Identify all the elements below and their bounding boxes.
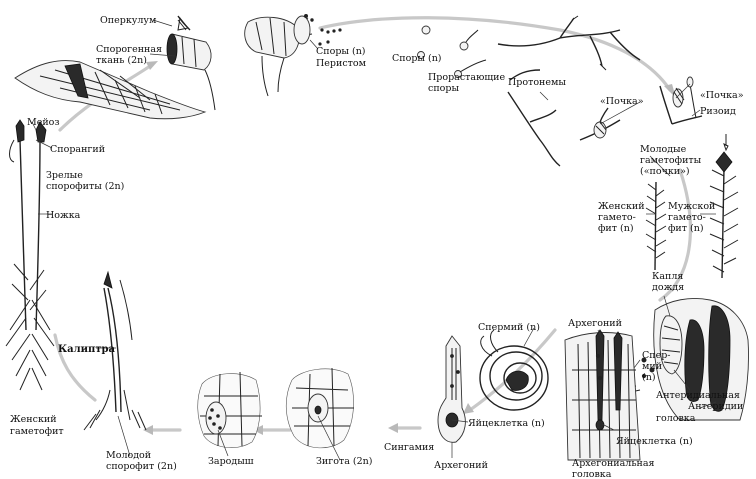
label-young-gam-3: («почки») [640, 166, 690, 177]
label-sperm-1: Спермий (n) [478, 322, 540, 333]
label-syngamy: Сингамия [384, 442, 434, 453]
label-young-gam-1: Молодые [640, 144, 687, 155]
label-seta: Ножка [46, 210, 81, 221]
archegonium-neck [437, 335, 466, 443]
label-sporogenous-1: Спорогенная [96, 44, 162, 55]
label-archegonium-2: Архегоний [434, 460, 488, 471]
label-protonema: Протонемы [508, 77, 566, 88]
label-archegonial-1: Архегониальная [572, 458, 654, 469]
label-zygote: Зигота (2n) [316, 456, 372, 467]
protonema-filaments [497, 15, 641, 167]
spore-dots [318, 28, 342, 46]
label-young-sporo-2: спорофит (2n) [106, 461, 177, 472]
label-meiosis: Мейоз [27, 117, 60, 128]
label-female-gam-1: Женский [598, 201, 645, 212]
label-peristome: Перистом [316, 58, 367, 69]
label-operculum: Оперкулум [100, 15, 157, 26]
label-archegonial-2: головка [572, 469, 612, 479]
label-antheridia: Антеридии [688, 401, 743, 412]
label-bud-1: «Почка» [600, 96, 644, 107]
label-rhizoid: Ризоид [700, 106, 736, 117]
label-female-gam-3: фит (n) [598, 223, 634, 234]
label-antheridial-2: головка [656, 413, 696, 424]
young-sporophyte [83, 270, 147, 431]
label-female-1: Женский [10, 414, 57, 425]
label-sperm-2-3: (n) [642, 372, 656, 383]
embryo-tissue [197, 371, 262, 448]
capsule-open-peristome [244, 14, 314, 97]
cycle-arrow [53, 16, 692, 435]
label-male-gam-2: гамето- [668, 212, 706, 223]
label-sporangium: Спорангий [50, 144, 105, 155]
label-spores-1: Споры (n) [316, 46, 366, 57]
label-egg-1: Яйцеклетка (n) [468, 418, 545, 429]
capsule-with-operculum [166, 15, 216, 111]
mature-sporophytes [5, 119, 55, 391]
label-mature-2: спорофиты (2n) [46, 181, 124, 192]
antheridial-head [613, 298, 749, 421]
label-sporogenous-2: ткань (2n) [96, 55, 147, 66]
label-spores-2: Споры (n) [392, 53, 442, 64]
label-calyptra: Калиптра [58, 344, 116, 355]
label-embryo: Зародыш [208, 456, 254, 467]
label-male-gam-1: Мужской [668, 201, 715, 212]
label-bud-2: «Почка» [700, 90, 744, 101]
label-male-gam-3: фит (n) [668, 223, 704, 234]
label-female-2: гаметофит [10, 426, 64, 437]
leader-lines [31, 19, 717, 461]
sperm-spiral [479, 329, 549, 411]
germinating-spores [417, 25, 487, 78]
female-gametophyte-shoot [645, 181, 667, 271]
label-archegonium-1: Архегоний [568, 318, 622, 329]
label-young-sporo-1: Молодой [106, 450, 151, 461]
male-gametophyte-shoot [709, 151, 739, 279]
archegonial-head [564, 329, 641, 461]
label-young-gam-2: гаметофиты [640, 155, 702, 166]
text-labels: Оперкулум Спорогенная ткань (2n) Споры (… [10, 15, 744, 479]
label-raindrop-1: Капля [652, 271, 683, 282]
zygote-tissue [285, 367, 354, 449]
label-raindrop-2: дождя [652, 282, 684, 293]
label-egg-2: Яйцеклетка (n) [616, 436, 693, 447]
capsule-cross-section [14, 60, 207, 120]
label-germinating-2: споры [428, 83, 459, 94]
label-sperm-2-1: Спер- [642, 350, 671, 361]
label-mature-1: Зрелые [46, 170, 83, 181]
label-sperm-2-2: мий [642, 361, 662, 372]
label-germinating-1: Прорастающие [428, 72, 506, 83]
label-antheridial-1: Антеридиальная [656, 390, 740, 401]
label-female-gam-2: гамето- [598, 212, 636, 223]
